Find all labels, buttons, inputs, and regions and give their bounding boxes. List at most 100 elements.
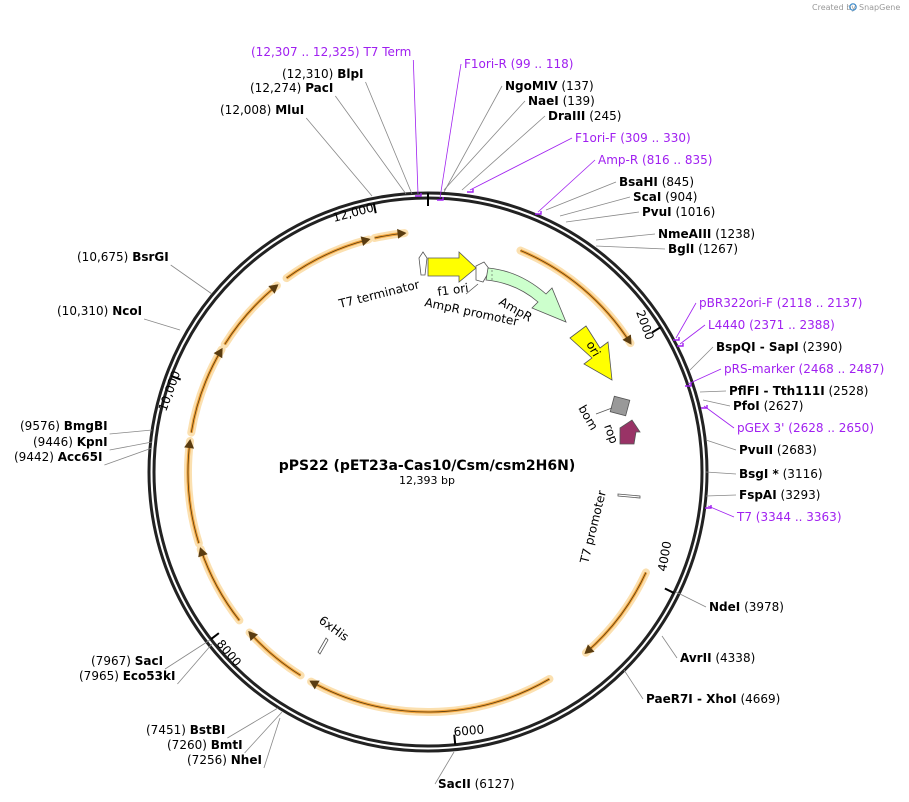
- leader-line: [689, 346, 714, 371]
- feature-f1-ori[interactable]: f1 ori: [427, 251, 477, 299]
- orf-arc[interactable]: [520, 250, 631, 344]
- site-label: F1ori-F (309 .. 330): [575, 131, 691, 145]
- site-pvuii[interactable]: PvuII (2683): [705, 439, 817, 457]
- site-prs-marker[interactable]: pRS-marker (2468 .. 2487): [685, 362, 884, 387]
- site-name: Amp-R: [598, 153, 638, 167]
- leader-line: [595, 245, 666, 250]
- site-mlui[interactable]: (12,008) MluI: [220, 103, 373, 197]
- site-eco53ki[interactable]: (7965) Eco53kI: [79, 643, 213, 685]
- leader-line: [687, 368, 722, 385]
- site-f1ori-r[interactable]: F1ori-R (99 .. 118): [437, 57, 573, 201]
- site-name: BstBI: [190, 723, 226, 737]
- leader-line: [702, 399, 731, 407]
- site-ncoi[interactable]: (10,310) NcoI: [57, 304, 181, 331]
- site-name: BmtI: [211, 738, 243, 752]
- feature-t7-terminator[interactable]: T7 terminator: [336, 251, 428, 311]
- site-position: (845): [662, 175, 694, 189]
- site-nmeaiii[interactable]: NmeAIII (1238): [595, 227, 755, 241]
- site-position: (3978): [744, 600, 784, 614]
- site-label: NmeAIII (1238): [658, 227, 755, 241]
- site-position: (6127): [475, 777, 515, 791]
- site-t7[interactable]: T7 (3344 .. 3363): [705, 505, 842, 524]
- site-f1ori-f[interactable]: F1ori-F (309 .. 330): [467, 131, 691, 193]
- site-name: F1ori-R: [464, 57, 507, 71]
- leader-line: [443, 100, 526, 191]
- site-pvui[interactable]: PvuI (1016): [565, 205, 715, 223]
- site-bsahi[interactable]: BsaHI (845): [545, 175, 694, 211]
- site-name: PfoI: [733, 399, 760, 413]
- site-label: (9442) Acc65I: [14, 450, 102, 464]
- site-acc65i[interactable]: (9442) Acc65I: [14, 447, 153, 466]
- site-position: (2390): [803, 340, 843, 354]
- site-bspqi-sapi[interactable]: BspQI - SapI (2390): [689, 340, 843, 371]
- site-pfoi[interactable]: PfoI (2627): [702, 399, 803, 413]
- site-bgli[interactable]: BglI (1267): [595, 242, 738, 256]
- site-name: Acc65I: [58, 450, 103, 464]
- feature-ori[interactable]: ori: [569, 325, 613, 381]
- site-name: NdeI: [709, 600, 740, 614]
- site-position: (816 .. 835): [642, 153, 712, 167]
- leader-line: [164, 639, 211, 670]
- site-kpni[interactable]: (9446) KpnI: [33, 435, 153, 451]
- site-bsgi-[interactable]: BsgI * (3116): [705, 467, 823, 481]
- feature-t7-promoter[interactable]: T7 promoter: [577, 489, 641, 566]
- site-paer7i-xhoi[interactable]: PaeR7I - XhoI (4669): [623, 669, 780, 706]
- site-bmti[interactable]: (7260) BmtI: [167, 711, 283, 754]
- primer-marker: [415, 193, 422, 197]
- site-bmgbi[interactable]: (9576) BmgBI: [20, 419, 153, 435]
- site-name: DraIII: [548, 109, 585, 123]
- site-position: (12,008): [220, 103, 271, 117]
- leader-line: [109, 429, 153, 435]
- site-bstbi[interactable]: (7451) BstBI: [146, 707, 279, 739]
- site-sacii[interactable]: SacII (6127): [434, 751, 515, 791]
- site-bsrgi[interactable]: (10,675) BsrGI: [77, 250, 213, 295]
- leader-line: [661, 635, 678, 659]
- site-label: PvuII (2683): [739, 443, 817, 457]
- orf-arc[interactable]: [310, 678, 550, 713]
- site-fspai[interactable]: FspAI (3293): [705, 488, 820, 502]
- site-nhei[interactable]: (7256) NheI: [187, 717, 281, 769]
- site-pflfi-tth111i[interactable]: PflFI - Tth111I (2528): [699, 384, 868, 398]
- site-name: MluI: [275, 103, 304, 117]
- site-pgex-3-[interactable]: pGEX 3' (2628 .. 2650): [701, 405, 874, 435]
- site-label: PflFI - Tth111I (2528): [729, 384, 868, 398]
- leader-line: [104, 447, 153, 466]
- site-label: ScaI (904): [633, 190, 697, 204]
- site-position: (2528): [829, 384, 869, 398]
- feature-6xhis[interactable]: 6xHis: [316, 613, 351, 655]
- site-position: (10,310): [57, 304, 108, 318]
- feature-label-f1-ori: f1 ori: [436, 281, 469, 299]
- site-name: SacI: [135, 654, 163, 668]
- site-name: pGEX 3': [737, 421, 784, 435]
- orf-arc[interactable]: [187, 440, 200, 544]
- tick-mark: [453, 734, 457, 745]
- site-naei[interactable]: NaeI (139): [443, 94, 595, 191]
- leader-line: [439, 63, 462, 199]
- site-label: BglI (1267): [668, 242, 738, 256]
- site-blpi[interactable]: (12,310) BlpI: [282, 67, 413, 195]
- orf-arc[interactable]: [585, 572, 647, 654]
- orf-arc[interactable]: [286, 239, 369, 279]
- credit-text: Created by: [812, 3, 856, 12]
- feature-rop[interactable]: rop: [601, 419, 641, 445]
- site-saci[interactable]: (7967) SacI: [91, 639, 211, 670]
- site-draiii[interactable]: DraIII (245): [461, 109, 621, 191]
- site-name: BspQI - SapI: [716, 340, 799, 354]
- site-t7-term[interactable]: (12,307 .. 12,325) T7 Term: [251, 45, 422, 197]
- site-avrii[interactable]: AvrII (4338): [661, 635, 755, 665]
- plasmid-title: pPS22 (pET23a-Cas10/Csm/csm2H6N): [279, 458, 576, 474]
- site-pbr322ori-f[interactable]: pBR322ori-F (2118 .. 2137): [673, 296, 862, 341]
- leader-line: [699, 390, 727, 393]
- site-scai[interactable]: ScaI (904): [559, 190, 697, 217]
- site-name: PaeR7I - XhoI: [646, 692, 737, 706]
- site-amp-r[interactable]: Amp-R (816 .. 835): [535, 153, 712, 215]
- site-position: (9446): [33, 435, 73, 449]
- tick-label: 4000: [655, 540, 674, 573]
- site-ndei[interactable]: NdeI (3978): [675, 591, 784, 614]
- site-l4440[interactable]: L4440 (2371 .. 2388): [677, 318, 835, 347]
- leader-line: [434, 751, 455, 785]
- site-label: pBR322ori-F (2118 .. 2137): [699, 296, 862, 310]
- site-ngomiv[interactable]: NgoMIV (137): [443, 79, 594, 193]
- site-label: DraIII (245): [548, 109, 621, 123]
- site-paci[interactable]: (12,274) PacI: [250, 81, 407, 195]
